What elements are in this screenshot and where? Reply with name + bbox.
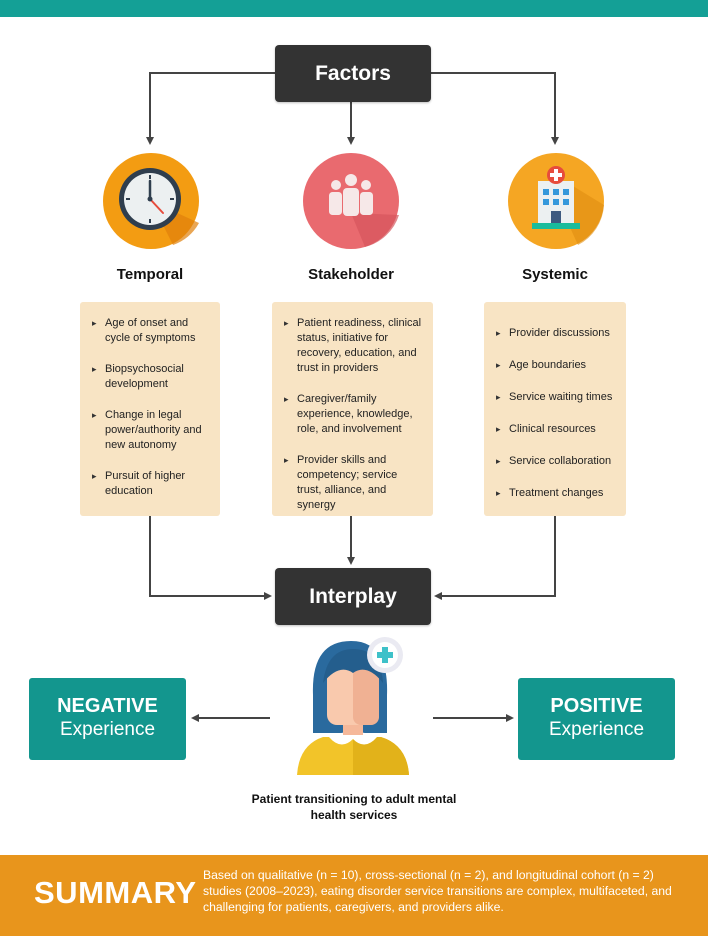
list-item: Caregiver/family experience, knowledge, … bbox=[284, 392, 423, 437]
patient-caption: Patient transitioning to adult mental he… bbox=[251, 792, 457, 822]
arrow-factors-temporal bbox=[146, 72, 275, 145]
list-item: Age of onset and cycle of symptoms bbox=[92, 316, 210, 346]
arrow-temporal-interplay bbox=[149, 516, 272, 600]
top-accent-bar bbox=[0, 0, 708, 17]
list-item: Pursuit of higher education bbox=[92, 469, 210, 499]
summary-title: SUMMARY bbox=[34, 875, 197, 910]
systemic-panel: Provider discussions Age boundaries Serv… bbox=[484, 302, 626, 516]
list-item: Treatment changes bbox=[496, 486, 616, 501]
positive-experience-box: POSITIVE Experience bbox=[518, 678, 675, 760]
stakeholder-panel: Patient readiness, clinical status, init… bbox=[272, 302, 433, 516]
experience-label: Experience bbox=[59, 719, 156, 740]
list-item: Provider skills and competency; service … bbox=[284, 453, 423, 513]
arrow-systemic-interplay bbox=[434, 516, 556, 600]
arrow-factors-systemic bbox=[431, 72, 559, 145]
temporal-title: Temporal bbox=[116, 266, 184, 283]
experience-label: Experience bbox=[548, 719, 645, 740]
positive-label: POSITIVE bbox=[550, 695, 643, 717]
patient-illustration bbox=[297, 637, 409, 775]
list-item: Provider discussions bbox=[496, 326, 616, 341]
factors-box: Factors bbox=[275, 45, 431, 102]
list-item: Service waiting times bbox=[496, 390, 616, 405]
people-group-icon bbox=[303, 153, 399, 249]
interplay-box: Interplay bbox=[275, 568, 431, 625]
list-item: Patient readiness, clinical status, init… bbox=[284, 316, 423, 376]
temporal-panel: Age of onset and cycle of symptoms Biops… bbox=[80, 302, 220, 516]
stakeholder-title: Stakeholder bbox=[308, 266, 394, 283]
clock-icon bbox=[103, 153, 199, 249]
list-item: Age boundaries bbox=[496, 358, 616, 373]
list-item: Service collaboration bbox=[496, 454, 616, 469]
negative-experience-box: NEGATIVE Experience bbox=[29, 678, 186, 760]
systemic-title: Systemic bbox=[522, 266, 588, 283]
list-item: Clinical resources bbox=[496, 422, 616, 437]
negative-label: NEGATIVE bbox=[57, 695, 158, 717]
list-item: Change in legal power/authority and new … bbox=[92, 408, 210, 453]
summary-text: Based on qualitative (n = 10), cross-sec… bbox=[203, 868, 672, 914]
hospital-icon bbox=[508, 153, 604, 249]
list-item: Biopsychosocial development bbox=[92, 362, 210, 392]
summary-banner: SUMMARY Based on qualitative (n = 10), c… bbox=[0, 855, 708, 936]
